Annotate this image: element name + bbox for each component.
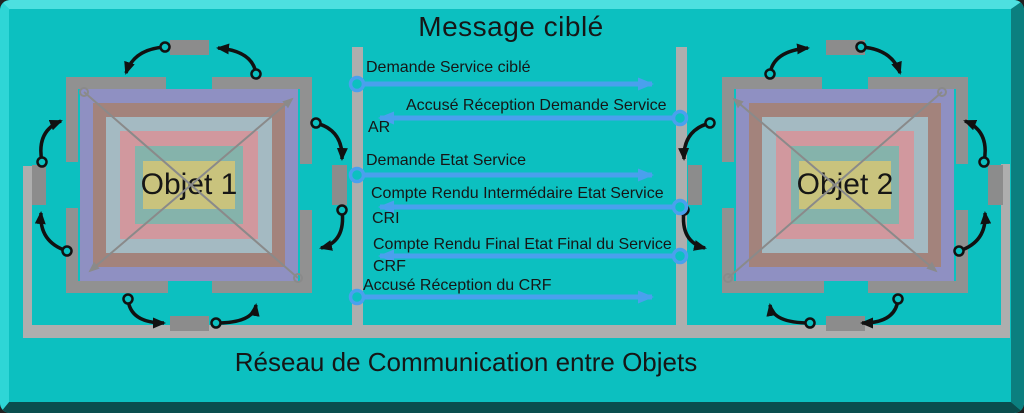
message-sublabel: AR <box>368 119 391 136</box>
port-right <box>988 165 1003 205</box>
message-arrow-right-icon <box>348 75 654 93</box>
layer-brown <box>749 103 941 267</box>
layer-teal <box>791 146 899 224</box>
frame-gap-left <box>66 162 78 208</box>
diagonal-cross <box>723 87 947 283</box>
network-caption: Réseau de Communication entre Objets <box>234 347 698 377</box>
frame-gap-top <box>822 77 868 89</box>
layer-slate <box>762 117 928 253</box>
diagram-title: Message ciblé <box>418 11 604 42</box>
layer-pink <box>776 131 914 239</box>
message-arrow-left-icon <box>378 109 689 127</box>
object-label: Objet 2 <box>796 168 894 201</box>
layer-pink <box>120 131 258 239</box>
port-top <box>826 40 865 55</box>
network-riser-left <box>23 166 32 334</box>
message-arrow-left-icon <box>378 247 689 265</box>
port-bottom <box>826 316 865 331</box>
message-label: Compte Rendu Final Etat Final du Service <box>373 236 672 253</box>
network-riser-right <box>1001 164 1010 334</box>
port-left <box>32 165 46 205</box>
object-2: Objet 2 <box>676 35 1006 335</box>
message-arrow-right-icon <box>348 166 654 184</box>
frame-gap-right <box>300 164 312 210</box>
message-label: Compte Rendu Intermédaire Etat Service <box>371 185 664 202</box>
message-arrow-right-icon <box>348 288 654 306</box>
layer-yellow-core <box>799 161 891 209</box>
frame-gap-left <box>722 162 734 208</box>
port-bottom <box>170 316 209 331</box>
rotation-arrows-icon <box>34 41 348 329</box>
lifeline-object1 <box>352 47 363 338</box>
layer-yellow-core <box>143 161 235 209</box>
object-decoration <box>678 41 992 329</box>
message-label: Accusé Réception du CRF <box>363 277 552 294</box>
port-top <box>170 40 209 55</box>
layer-teal <box>135 146 243 224</box>
layer-purple <box>736 89 954 281</box>
object-decoration <box>34 41 348 329</box>
message-sublabel: CRI <box>372 210 400 227</box>
lifeline-object2 <box>676 47 687 338</box>
diagonal-cross <box>79 87 303 283</box>
network-bus <box>23 325 1010 338</box>
message-label: Demande Service ciblé <box>366 59 531 76</box>
message-label: Accusé Réception Demande Service <box>406 97 667 114</box>
frame-gap-bottom <box>824 281 868 293</box>
port-left <box>688 165 702 205</box>
rotation-arrows-icon <box>678 41 992 329</box>
message-arrow-left-icon <box>378 198 689 216</box>
port-right <box>332 165 347 205</box>
object-frame <box>722 77 968 293</box>
frame-gap-bottom <box>168 281 212 293</box>
message-sublabel: CRF <box>373 258 406 275</box>
frame-gap-right <box>956 164 968 210</box>
frame-gap-top <box>166 77 212 89</box>
object-1: Objet 1 <box>20 35 350 335</box>
message-label: Demande Etat Service <box>366 152 527 169</box>
